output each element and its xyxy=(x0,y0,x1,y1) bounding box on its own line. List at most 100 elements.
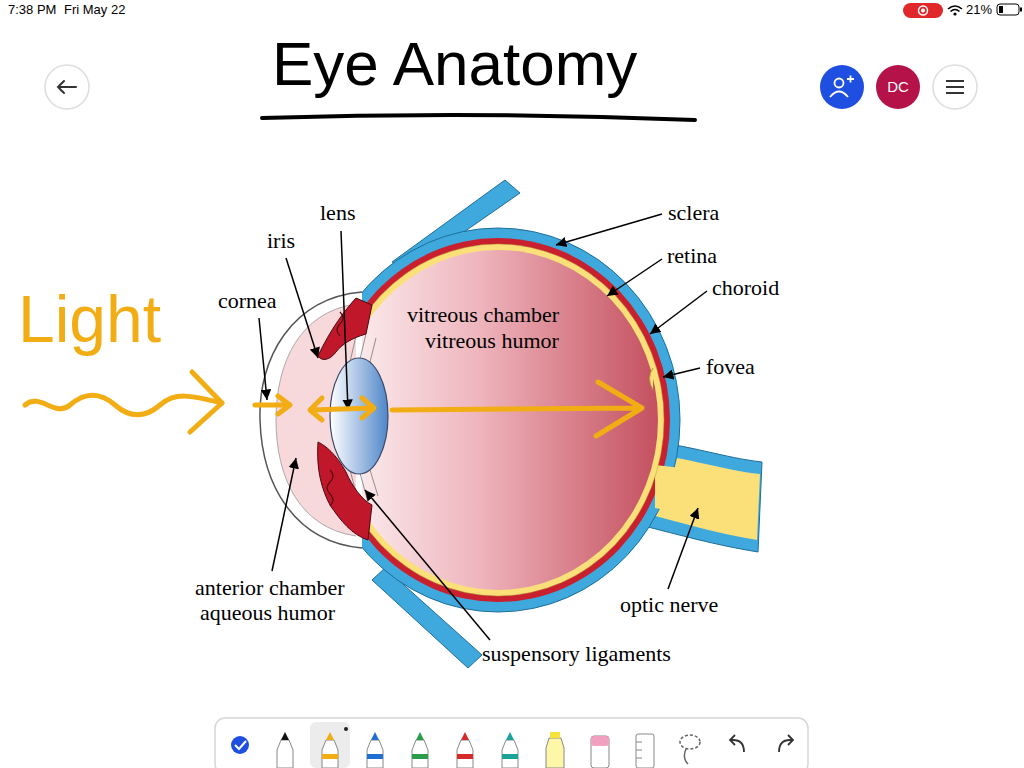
redo-icon xyxy=(779,735,793,752)
menu-button xyxy=(933,65,977,109)
part-label: lens xyxy=(320,200,355,225)
pen-body xyxy=(457,740,473,768)
status-date: Fri May 22 xyxy=(64,3,125,18)
choroid-layer xyxy=(326,238,670,602)
battery-level xyxy=(999,6,1003,13)
title-underline xyxy=(262,115,695,120)
highlighter-tool xyxy=(546,732,564,768)
selected-tool-ground xyxy=(310,722,350,768)
pen-band xyxy=(367,754,383,759)
undo-icon xyxy=(730,735,744,752)
pen-band xyxy=(502,754,518,759)
pen-body xyxy=(277,740,293,768)
leader-line xyxy=(668,508,698,589)
leader-line xyxy=(272,458,296,571)
ruler-ticks xyxy=(636,742,642,758)
pen-tip xyxy=(461,732,469,740)
person-icon-body xyxy=(830,76,854,98)
battery-percent: 21% xyxy=(966,3,992,18)
part-label: iris xyxy=(267,228,295,253)
part-label: suspensory ligaments xyxy=(482,641,671,666)
check-mark xyxy=(235,741,246,749)
ruler-tool xyxy=(636,734,654,768)
selected-dot xyxy=(344,727,348,731)
toolbar-panel xyxy=(215,718,808,768)
arrow-head xyxy=(190,372,222,432)
light-arrow xyxy=(392,382,642,436)
part-label: vitreous chamber xyxy=(407,302,559,327)
pen-band xyxy=(412,754,428,759)
pen-tip xyxy=(416,732,424,740)
eraser-body xyxy=(591,736,609,768)
light-arrow xyxy=(310,398,374,420)
eraser-tip xyxy=(591,736,609,746)
part-label: vitreous humor xyxy=(425,328,559,353)
pen-band xyxy=(322,754,338,759)
record-ring xyxy=(919,6,928,15)
pen-tip xyxy=(371,732,379,740)
part-label: retina xyxy=(667,243,717,268)
check-button xyxy=(231,736,249,754)
part-label: fovea xyxy=(706,354,755,379)
record-dot xyxy=(921,9,925,13)
light-arrow xyxy=(255,396,290,414)
leader-line xyxy=(556,214,662,245)
leader-line xyxy=(259,318,267,400)
leader-line xyxy=(663,368,700,377)
part-label: aqueous humor xyxy=(200,600,335,625)
highlighter-tip xyxy=(550,732,560,738)
iris-lower xyxy=(318,442,372,540)
pen-tool xyxy=(322,732,338,768)
pen-toolbar xyxy=(215,718,808,768)
page-title: Eye Anatomy xyxy=(272,28,637,99)
battery-icon xyxy=(997,4,1019,15)
annotation-text: Light xyxy=(18,282,161,358)
part-label: cornea xyxy=(218,288,277,313)
pen-tool xyxy=(367,732,383,768)
lasso-tool xyxy=(680,735,700,764)
highlighter-body xyxy=(546,738,564,768)
pen-band xyxy=(457,754,473,759)
wifi-icon xyxy=(948,6,962,12)
ruler-body xyxy=(636,734,654,768)
leader-line xyxy=(607,259,662,296)
pen-body xyxy=(502,740,518,768)
eraser-tool xyxy=(591,736,609,768)
status-time: 7:38 PM xyxy=(8,3,56,18)
part-label: anterior chamber xyxy=(195,575,345,600)
part-label: sclera xyxy=(668,200,719,225)
pen-tool xyxy=(412,732,428,768)
menu-icon xyxy=(946,81,964,93)
leader-line xyxy=(650,291,707,334)
leader-line xyxy=(365,490,490,640)
pen-tip xyxy=(326,732,334,740)
battery-nub xyxy=(1020,8,1022,12)
part-label: choroid xyxy=(712,275,779,300)
leader-line xyxy=(341,231,348,410)
pen-tip xyxy=(281,732,289,740)
person-icon-head xyxy=(835,79,844,88)
back-arrow xyxy=(58,81,76,93)
pen-body xyxy=(367,740,383,768)
pen-body xyxy=(322,740,338,768)
pen-tool xyxy=(277,732,293,768)
wavy-light-ray xyxy=(25,395,222,415)
fovea-pit xyxy=(650,368,654,390)
pen-body xyxy=(412,740,428,768)
pen-tip xyxy=(506,732,514,740)
pen-tool xyxy=(502,732,518,768)
light-annotation xyxy=(25,372,642,436)
part-label: optic nerve xyxy=(620,592,718,617)
status-icons xyxy=(903,3,1022,18)
node-circle xyxy=(876,65,920,109)
nerve-junction xyxy=(655,465,690,515)
avatar-button: DC xyxy=(876,65,920,109)
pen-tool xyxy=(457,732,473,768)
lasso-loop xyxy=(680,735,700,749)
back-button xyxy=(45,65,89,109)
wifi-dot xyxy=(953,12,956,15)
leader-line xyxy=(286,258,318,358)
add-person-button xyxy=(820,65,864,109)
sclera-layer xyxy=(316,228,680,612)
